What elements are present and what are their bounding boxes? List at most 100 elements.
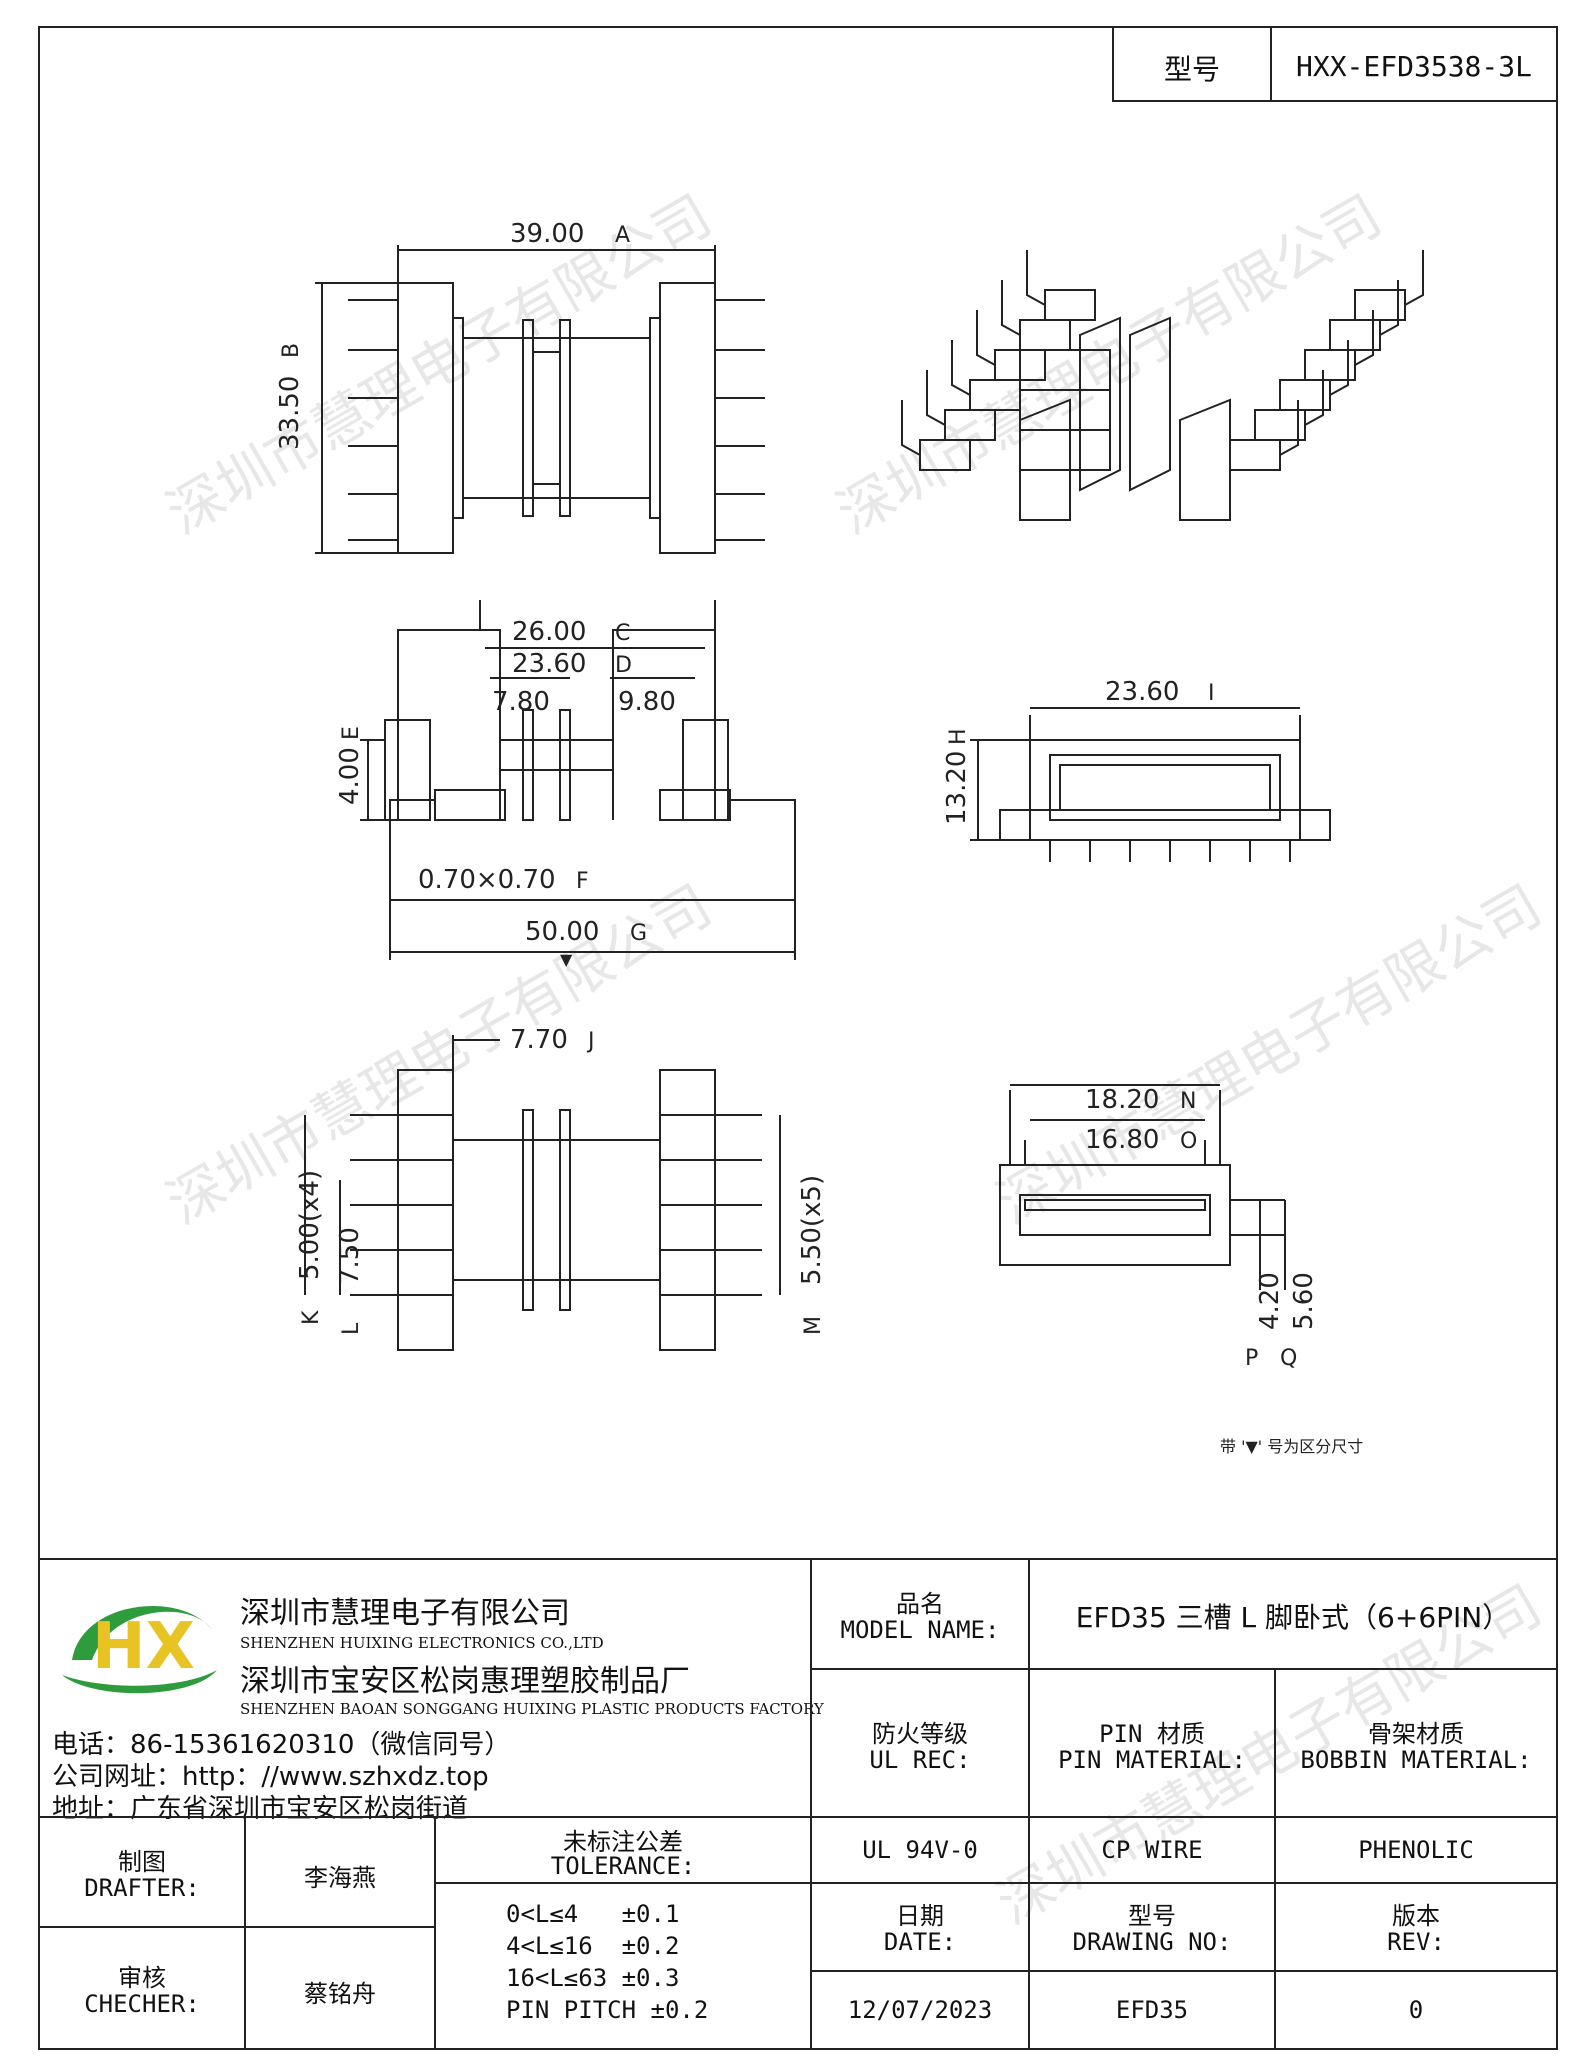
- drafter-cn: 制图: [118, 1848, 166, 1876]
- dim-m-value: 5.50(x5): [797, 1175, 827, 1285]
- ul-value-cell: UL 94V-0: [810, 1816, 1030, 1884]
- company-website: 公司网址：http：//www.szhxdz.top: [52, 1762, 489, 1792]
- drafter-en: DRAFTER:: [84, 1874, 200, 1902]
- checker-cn: 审核: [118, 1964, 166, 1992]
- drawing-note: 带 '▼' 号为区分尺寸: [1220, 1437, 1363, 1456]
- ul-cn: 防火等级: [872, 1720, 968, 1748]
- dim-q-marker: Q: [1280, 1346, 1297, 1371]
- bottom-view: [304, 1035, 781, 1351]
- factory-name-en: SHENZHEN BAOAN SONGGANG HUIXING PLASTIC …: [240, 1700, 824, 1718]
- drafter-value: 李海燕: [304, 1864, 376, 1892]
- technical-drawing: 39.00 A 33.50 B 26.00 C 23.60 D 7.80 9.8…: [275, 219, 1424, 1456]
- isometric-view: [901, 250, 1424, 521]
- dim-f-value: 0.70×0.70: [418, 865, 556, 895]
- dim-p-marker: P: [1245, 1346, 1258, 1371]
- model-name-en: MODEL NAME:: [840, 1616, 1000, 1644]
- dim-j-marker: J: [586, 1029, 595, 1054]
- dim-d-value: 23.60: [512, 649, 586, 679]
- checker-label-cell: 审核 CHECHER:: [38, 1926, 246, 2050]
- dim-l-value: 7.50: [335, 1227, 365, 1285]
- rev-value-cell: 0: [1274, 1970, 1558, 2050]
- factory-name-cn: 深圳市宝安区松岗惠理塑胶制品厂: [240, 1664, 690, 1699]
- date-en: DATE:: [883, 1928, 957, 1956]
- logo-letters: HX: [92, 1610, 195, 1684]
- model-name-value: EFD35 三槽 L 脚卧式（6+6PIN）: [1075, 1601, 1511, 1634]
- dim-e-marker: E: [339, 726, 364, 740]
- rev-en: REV:: [1387, 1928, 1445, 1956]
- date-label-cell: 日期 DATE:: [810, 1882, 1030, 1972]
- rev-label-cell: 版本 REV:: [1274, 1882, 1558, 1972]
- bobbin-value-cell: PHENOLIC: [1274, 1816, 1558, 1884]
- tolerance-row: 0<L≤4 ±0.1: [506, 1900, 680, 1928]
- pin-value-cell: CP WIRE: [1028, 1816, 1276, 1884]
- dim-f-marker: F: [576, 869, 589, 894]
- dim-p-value: 4.20: [1255, 1272, 1285, 1330]
- tolerance-en: TOLERANCE:: [550, 1852, 696, 1880]
- date-value-cell: 12/07/2023: [810, 1970, 1030, 2050]
- company-name-cn: 深圳市慧理电子有限公司: [240, 1596, 570, 1631]
- end-view: [999, 1084, 1286, 1290]
- dim-9-80: 9.80: [618, 687, 676, 717]
- checker-value-cell: 蔡铭舟: [244, 1926, 436, 2050]
- model-header-label: 型号: [1163, 53, 1220, 86]
- drawing-value: EFD35: [1115, 1996, 1189, 2024]
- pin-value: CP WIRE: [1101, 1836, 1203, 1864]
- dim-k-value: 5.00(x4): [295, 1170, 325, 1280]
- ul-en: UL REC:: [869, 1746, 971, 1774]
- drawing-en: DRAWING NO:: [1072, 1928, 1232, 1956]
- company-logo-icon: HX: [62, 1606, 217, 1694]
- tolerance-row: PIN PITCH ±0.2: [506, 1996, 709, 2024]
- bobbin-value: PHENOLIC: [1358, 1836, 1474, 1864]
- tolerance-cn: 未标注公差: [563, 1828, 683, 1856]
- model-name-value-cell: EFD35 三槽 L 脚卧式（6+6PIN）: [1028, 1558, 1558, 1670]
- dim-i-marker: I: [1208, 681, 1215, 706]
- company-phone: 电话：86-15361620310（微信同号）: [52, 1730, 511, 1760]
- dim-d-marker: D: [615, 653, 632, 678]
- dim-o-value: 16.80: [1085, 1125, 1159, 1155]
- tolerance-label-cell: 未标注公差 TOLERANCE:: [434, 1816, 812, 1884]
- ul-value: UL 94V-0: [862, 1836, 978, 1864]
- drafter-label-cell: 制图 DRAFTER:: [38, 1816, 246, 1928]
- dim-b-marker: B: [279, 343, 304, 358]
- tolerance-row: 4<L≤16 ±0.2: [506, 1932, 680, 1960]
- pin-label-cell: PIN 材质 PIN MATERIAL:: [1028, 1668, 1276, 1818]
- tolerance-values-cell: 0<L≤4 ±0.1 4<L≤16 ±0.2 16<L≤63 ±0.3 PIN …: [434, 1882, 812, 2050]
- dim-i-value: 23.60: [1105, 677, 1179, 707]
- dim-h-value: 13.20: [942, 751, 972, 825]
- bobbin-cn: 骨架材质: [1368, 1720, 1464, 1748]
- dim-l-marker: L: [339, 1322, 364, 1335]
- drawing-cn: 型号: [1128, 1902, 1176, 1930]
- dim-h-marker: H: [946, 728, 971, 745]
- ul-label-cell: 防火等级 UL REC:: [810, 1668, 1030, 1818]
- model-name-cn: 品名: [896, 1590, 944, 1618]
- company-address: 地址：广东省深圳市宝安区松岗街道: [52, 1794, 469, 1824]
- dim-c-marker: C: [615, 621, 630, 646]
- dim-o-marker: O: [1180, 1129, 1197, 1154]
- dim-g-marker: G: [630, 921, 647, 946]
- dim-g-value: 50.00: [525, 917, 599, 947]
- date-cn: 日期: [896, 1902, 944, 1930]
- dim-7-80: 7.80: [492, 687, 550, 717]
- company-name-en: SHENZHEN HUIXING ELECTRONICS CO.,LTD: [240, 1634, 604, 1652]
- dim-c-value: 26.00: [512, 617, 586, 647]
- dim-m-marker: M: [801, 1316, 826, 1335]
- model-header-label-cell: 型号: [1112, 26, 1272, 102]
- side-view: [970, 707, 1331, 862]
- model-name-label-cell: 品名 MODEL NAME:: [810, 1558, 1030, 1670]
- company-cell: HX 深圳市慧理电子有限公司 SHENZHEN HUIXING ELECTRON…: [38, 1558, 824, 1824]
- checker-en: CHECHER:: [84, 1990, 200, 2018]
- front-view: [360, 600, 796, 960]
- top-view: [315, 245, 765, 554]
- dim-b-value: 33.50: [275, 376, 305, 450]
- model-header-value: HXX-EFD3538-3L: [1295, 50, 1532, 83]
- dim-e-value: 4.00: [335, 747, 365, 805]
- distinguishing-marker: ▼: [560, 950, 573, 969]
- rev-value: 0: [1408, 1996, 1424, 2024]
- dim-q-value: 5.60: [1289, 1272, 1319, 1330]
- checker-value: 蔡铭舟: [304, 1980, 376, 2008]
- dim-n-marker: N: [1180, 1089, 1196, 1114]
- dim-a-value: 39.00: [510, 219, 584, 249]
- rev-cn: 版本: [1392, 1902, 1440, 1930]
- dim-n-value: 18.20: [1085, 1085, 1159, 1115]
- drawing-label-cell: 型号 DRAWING NO:: [1028, 1882, 1276, 1972]
